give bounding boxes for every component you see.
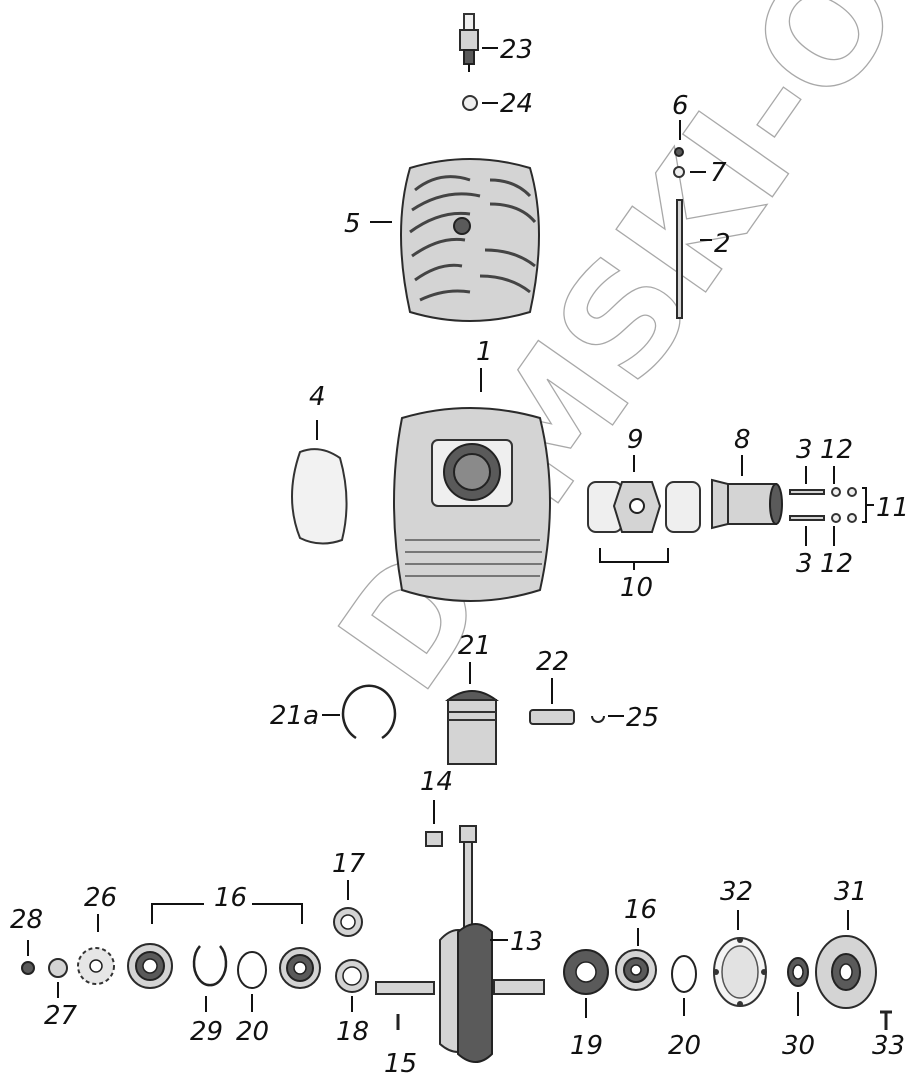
main-bearing-left xyxy=(127,943,173,989)
nut-11-top xyxy=(847,487,857,497)
cover-gasket xyxy=(713,937,767,1007)
part-label-22: 22 xyxy=(536,647,569,677)
part-label-30: 30 xyxy=(782,1031,815,1061)
part-label-20-right: 20 xyxy=(668,1031,701,1061)
bearing-cover xyxy=(815,935,877,1009)
part-label-7: 7 xyxy=(710,158,727,188)
part-label-11: 11 xyxy=(876,493,907,523)
piston xyxy=(444,690,500,765)
part-label-27: 27 xyxy=(44,1001,78,1031)
nut-28 xyxy=(21,961,35,975)
cover-screw xyxy=(880,1010,892,1030)
part-label-8: 8 xyxy=(734,425,751,455)
washer-12-bottom xyxy=(831,513,841,523)
nut-11-bottom xyxy=(847,513,857,523)
stud-washer xyxy=(673,166,685,178)
part-label-26: 26 xyxy=(84,883,117,913)
part-label-9: 9 xyxy=(627,425,644,455)
watermark: DEMSKI-OS xyxy=(306,0,907,721)
intake-stud-top xyxy=(789,489,825,495)
part-label-10: 10 xyxy=(620,573,653,603)
part-label-23: 23 xyxy=(500,35,533,65)
part-label-15: 15 xyxy=(384,1049,417,1079)
part-label-21: 21 xyxy=(458,631,491,661)
washer-12-top xyxy=(831,487,841,497)
main-bearing-clutch-side xyxy=(615,949,657,991)
part-label-24: 24 xyxy=(500,89,533,119)
intake-stud-bottom xyxy=(789,515,825,521)
spark-plug xyxy=(459,13,479,72)
part-label-16-left: 16 xyxy=(214,883,247,913)
main-bearing-right xyxy=(279,947,321,989)
part-label-17: 17 xyxy=(332,849,366,879)
piston-pin xyxy=(529,709,575,725)
svg-text:DEMSKI-OS: DEMSKI-OS xyxy=(307,0,907,721)
shim-20-left xyxy=(237,951,267,989)
part-label-29: 29 xyxy=(190,1017,223,1047)
part-label-12-top: 12 xyxy=(820,435,853,465)
crankshaft xyxy=(375,825,545,1063)
part-label-5: 5 xyxy=(344,209,361,239)
spark-plug-washer xyxy=(462,95,478,111)
piston-ring xyxy=(341,684,397,740)
oil-seal-19 xyxy=(563,949,609,995)
part-label-20-left: 20 xyxy=(236,1017,269,1047)
part-label-1: 1 xyxy=(476,337,493,367)
part-label-13: 13 xyxy=(510,927,543,957)
part-label-6: 6 xyxy=(672,91,689,121)
part-label-2: 2 xyxy=(714,229,731,259)
part-label-19: 19 xyxy=(570,1031,603,1061)
shim-20-right xyxy=(671,955,697,993)
cylinder-stud xyxy=(676,199,683,319)
part-label-3-top: 3 xyxy=(796,435,813,465)
part-label-21a: 21a xyxy=(270,701,319,731)
part-label-33: 33 xyxy=(872,1031,905,1061)
needle-bearing xyxy=(425,831,443,847)
cylinder-gasket xyxy=(291,448,348,545)
intake-gasket-right xyxy=(665,481,701,533)
part-label-14: 14 xyxy=(420,767,453,797)
nut xyxy=(674,147,684,157)
cylinder-head xyxy=(400,158,540,322)
intake-flange xyxy=(711,478,783,530)
part-label-16-right: 16 xyxy=(624,895,657,925)
washer-27 xyxy=(48,958,68,978)
part-label-32: 32 xyxy=(720,877,753,907)
part-label-25: 25 xyxy=(626,703,659,733)
part-label-12-bottom: 12 xyxy=(820,549,853,579)
part-label-18: 18 xyxy=(336,1017,369,1047)
part-label-4: 4 xyxy=(309,382,326,412)
part-label-3-bottom: 3 xyxy=(796,549,813,579)
cylinder xyxy=(393,407,551,602)
sprocket xyxy=(77,947,115,985)
part-label-28: 28 xyxy=(10,905,43,935)
piston-clip xyxy=(591,715,605,723)
part-label-31: 31 xyxy=(834,877,867,907)
circlip-29 xyxy=(192,945,228,987)
oil-seal-30 xyxy=(787,957,809,987)
